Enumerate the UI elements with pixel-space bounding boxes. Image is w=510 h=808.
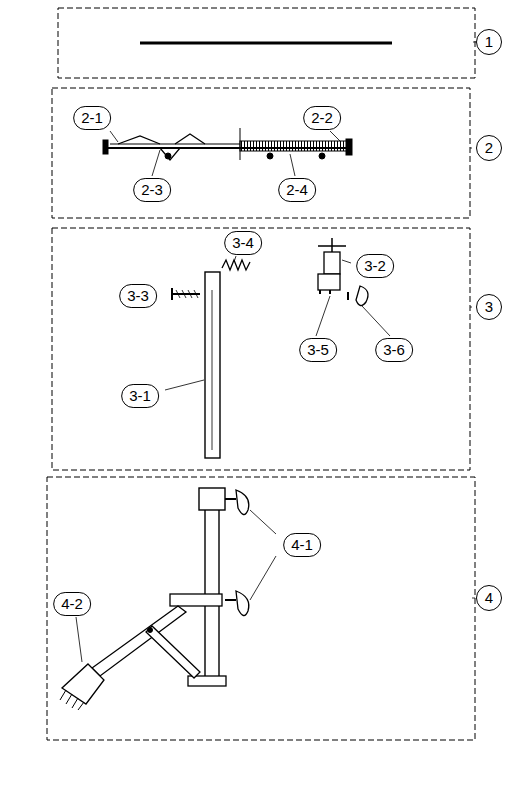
callout-number: 3-2: [356, 254, 394, 278]
callout-number: 3: [476, 294, 502, 320]
callout-number: 2-4: [278, 178, 316, 202]
callout-number: 2-2: [303, 106, 341, 130]
callout-number: 3-4: [224, 231, 262, 255]
callout-number: 4: [476, 585, 502, 611]
callout-number: 4-1: [283, 533, 321, 557]
bracket-assembly: [172, 238, 368, 458]
callout-number: 4-2: [53, 592, 91, 616]
callout-number: 3-1: [121, 384, 159, 408]
callout-number: 3-6: [375, 338, 413, 362]
callout-number: 2-3: [133, 178, 171, 202]
leader-lines: [76, 42, 476, 662]
callout-number: 1: [476, 29, 502, 55]
roller-assembly: [103, 128, 352, 160]
group-frame: [47, 8, 475, 740]
callout-number: 3-3: [119, 284, 157, 308]
callout-number: 2: [476, 135, 502, 161]
callout-number: 2-1: [73, 106, 111, 130]
rod-part: [140, 42, 392, 45]
callout-number: 3-5: [299, 338, 337, 362]
